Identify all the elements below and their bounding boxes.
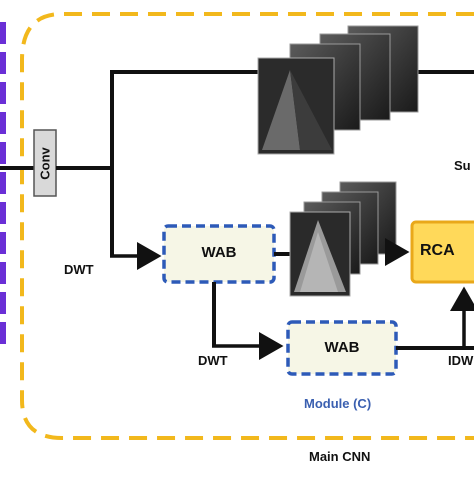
rca-box [410,220,474,284]
middle-image-stack [289,181,397,297]
rca-label: RCA [420,242,455,259]
main-cnn-label: Main CNN [309,449,371,464]
idwt-label: IDW [448,353,474,368]
conv-label: Conv [37,147,53,180]
wab-bottom-label: WAB [324,339,360,356]
main-cnn-boundary [20,12,474,440]
top-image-stack [257,25,419,155]
module-c-label: Module (C) [304,396,372,411]
conv-box [33,129,57,197]
wab-top-label: WAB [201,244,237,261]
dwt-left-label: DWT [64,262,94,277]
dwt-bottom-label: DWT [198,353,228,368]
su-label: Su [454,158,471,173]
